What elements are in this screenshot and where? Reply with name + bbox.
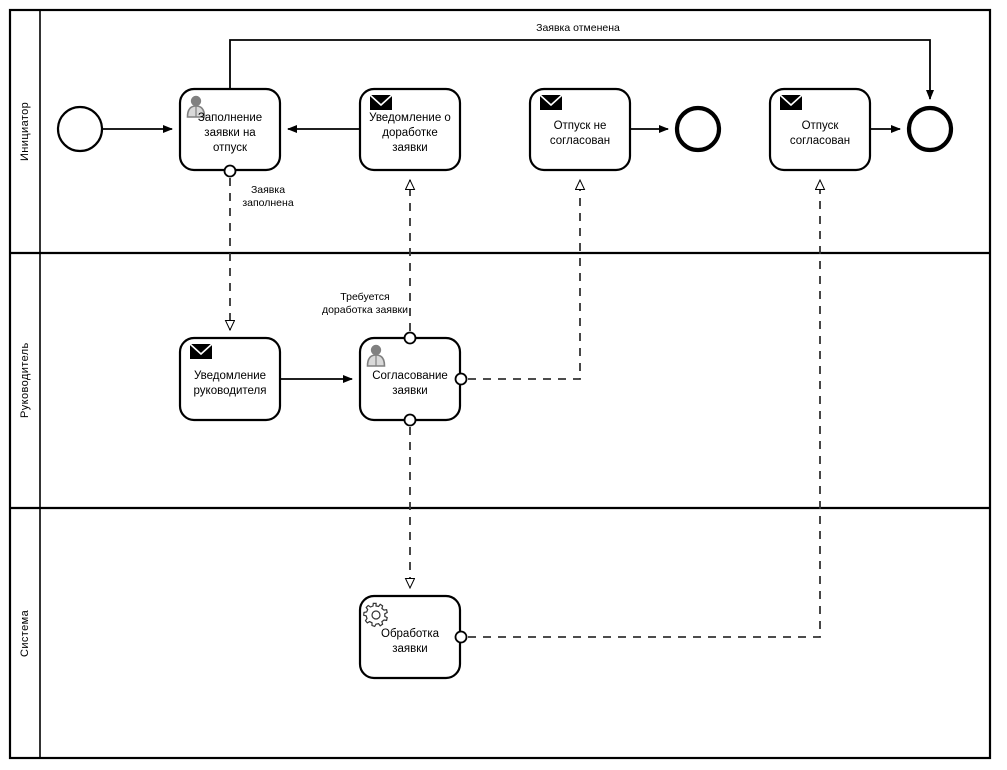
flow-cancelled-to-end — [229, 39, 934, 100]
lane-label-system: Система — [19, 609, 31, 657]
cp-fill-request-bottom — [223, 164, 237, 178]
gear-icon-process-request — [363, 602, 388, 628]
flow-label-rework-required: Требуется доработка заявки — [321, 291, 409, 316]
message-flows — [230, 178, 820, 638]
flow-approve-to-rejected — [468, 180, 580, 380]
flow-process-to-approved — [468, 180, 820, 638]
lane-label-manager: Руководитель — [19, 342, 31, 419]
lane-label-initiator: Инициатор — [19, 101, 31, 162]
envelope-icon-vacation-rejected — [539, 94, 563, 110]
events — [56, 105, 954, 153]
flow-label-request-filled: Заявка заполнена — [242, 184, 294, 209]
cp-approve-right — [454, 372, 468, 386]
cp-approve-top — [403, 331, 417, 345]
sequence-flows — [102, 39, 934, 383]
user-icon-approve-request — [366, 344, 386, 367]
envelope-icon-vacation-approved — [779, 94, 803, 110]
envelope-icon-notify-rework — [369, 94, 393, 110]
end-event-rejected — [674, 105, 722, 153]
flow-label-request-cancelled: Заявка отменена — [536, 22, 620, 34]
envelope-icon-notify-manager — [189, 343, 213, 359]
end-event-approved — [906, 105, 954, 153]
user-icon-fill-request — [186, 95, 206, 118]
cp-process-right — [454, 630, 468, 644]
connection-points — [223, 164, 468, 644]
cp-approve-bottom — [403, 413, 417, 427]
start-event — [56, 105, 104, 153]
